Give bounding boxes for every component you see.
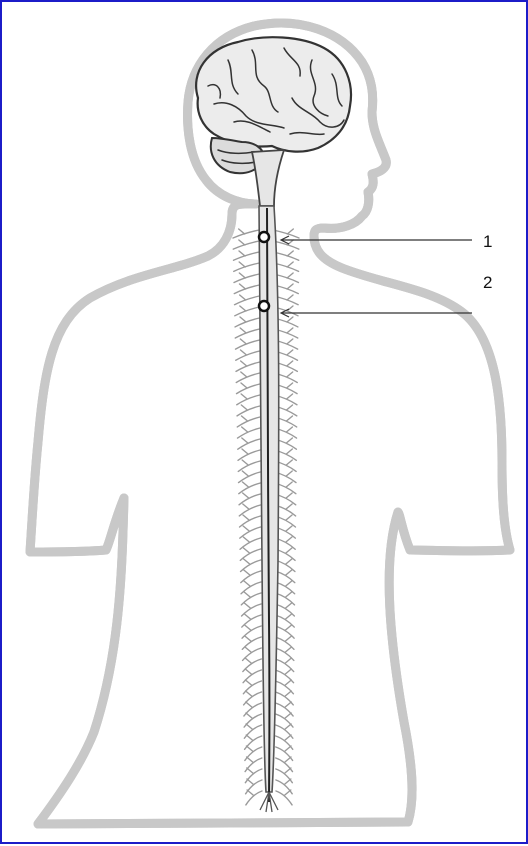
nerve-left-9 xyxy=(235,328,259,338)
callout-1: 1 xyxy=(259,232,492,251)
nerve-left-24 xyxy=(239,493,260,505)
callout-label-1: 1 xyxy=(483,232,492,251)
brain xyxy=(196,37,351,206)
marker-circle-1 xyxy=(259,232,269,242)
nerve-left-21 xyxy=(238,460,260,471)
nerve-left-15 xyxy=(237,394,260,405)
callout-label-2: 2 xyxy=(483,273,492,292)
nerve-left-20 xyxy=(238,449,260,460)
nerve-left-6 xyxy=(235,295,260,305)
nerve-left-0 xyxy=(233,229,259,238)
nerve-left-3 xyxy=(234,262,259,271)
nerve-left-23 xyxy=(239,482,261,494)
nerve-left-10 xyxy=(236,339,260,349)
nerve-left-8 xyxy=(235,317,259,327)
marker-circle-2 xyxy=(259,301,269,311)
brainstem xyxy=(252,150,284,206)
nerve-left-27 xyxy=(240,526,261,538)
nerve-left-7 xyxy=(235,306,260,316)
nerve-left-17 xyxy=(237,416,260,427)
nerve-left-11 xyxy=(236,350,260,360)
nerve-left-13 xyxy=(236,372,259,383)
nerve-left-51 xyxy=(246,790,262,805)
nerve-left-14 xyxy=(237,383,260,394)
nerve-left-12 xyxy=(236,361,260,371)
nerve-left-5 xyxy=(234,284,259,294)
nerve-right-51 xyxy=(276,790,292,805)
nerve-right-1 xyxy=(273,240,299,249)
nerve-right-0 xyxy=(273,229,299,238)
nerve-left-1 xyxy=(233,240,259,249)
nerve-left-26 xyxy=(240,515,261,527)
nerve-left-19 xyxy=(238,438,260,449)
nerve-left-4 xyxy=(234,273,259,282)
nerve-left-2 xyxy=(234,251,260,260)
spinal-cord xyxy=(259,206,279,812)
nerve-left-25 xyxy=(239,504,260,516)
nerve-left-18 xyxy=(238,427,261,438)
nerve-left-16 xyxy=(237,405,260,416)
cerebrum xyxy=(196,37,351,151)
nerve-left-22 xyxy=(239,471,261,483)
